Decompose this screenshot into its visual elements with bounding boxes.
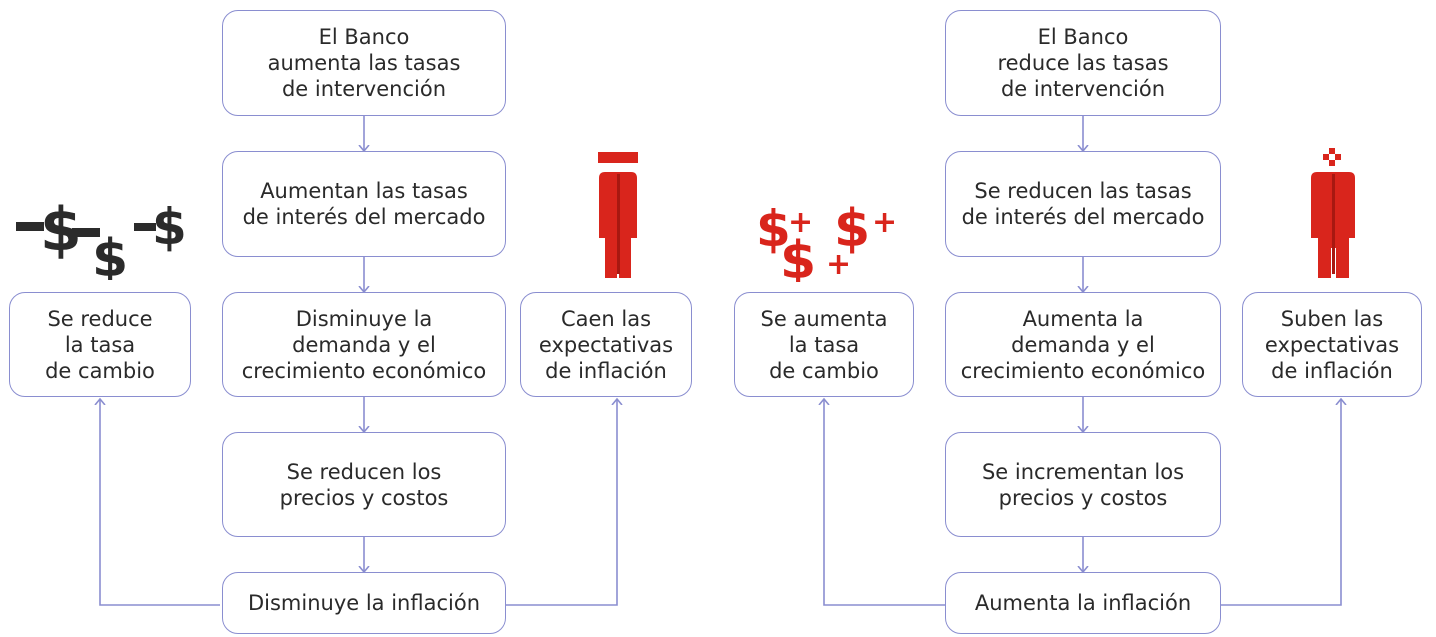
right-step-3-box: Aumenta la demanda y el crecimiento econ… — [945, 292, 1221, 397]
left-step-3-box: Disminuye la demanda y el crecimiento ec… — [222, 292, 506, 397]
arrow-r-side-right — [1220, 399, 1341, 606]
right-side-left-box: Se aumenta la tasa de cambio — [734, 292, 914, 397]
right-step-5-box: Aumenta la inflación — [945, 572, 1221, 634]
svg-text:+: + — [872, 205, 897, 240]
arrow-l-side-right — [500, 399, 617, 606]
left-step-5-box: Disminuye la inflación — [222, 572, 506, 634]
left-step-2-box: Aumentan las tasas de interés del mercad… — [222, 151, 506, 257]
left-side-left-box: Se reduce la tasa de cambio — [9, 292, 191, 397]
svg-text:$: $ — [780, 231, 816, 282]
left-step-4-box: Se reducen los precios y costos — [222, 432, 506, 537]
right-step-2-box: Se reducen las tasas de interés del merc… — [945, 151, 1221, 257]
right-side-right-box: Suben las expectativas de inflación — [1242, 292, 1422, 397]
dollar-minus-icon: $ $ $ — [16, 195, 187, 280]
arrow-l-side-left — [100, 399, 220, 606]
arrow-r-side-left — [824, 399, 945, 606]
left-step-1-box: El Banco aumenta las tasas de intervenci… — [222, 10, 506, 116]
figure-minus-icon — [598, 152, 638, 278]
svg-text:$: $ — [152, 198, 187, 256]
svg-text:$: $ — [92, 229, 128, 280]
right-step-1-box: El Banco reduce las tasas de intervenció… — [945, 10, 1221, 116]
right-step-4-box: Se incrementan los precios y costos — [945, 432, 1221, 537]
svg-text:$: $ — [756, 200, 791, 258]
svg-text:+: + — [788, 205, 813, 240]
svg-text:$: $ — [834, 199, 870, 259]
svg-text:+: + — [826, 247, 851, 282]
figure-plus-icon — [1311, 148, 1355, 278]
left-side-right-box: Caen las expectativas de inflación — [520, 292, 692, 397]
dollar-plus-icon: $ + $ $ + + — [756, 199, 897, 282]
